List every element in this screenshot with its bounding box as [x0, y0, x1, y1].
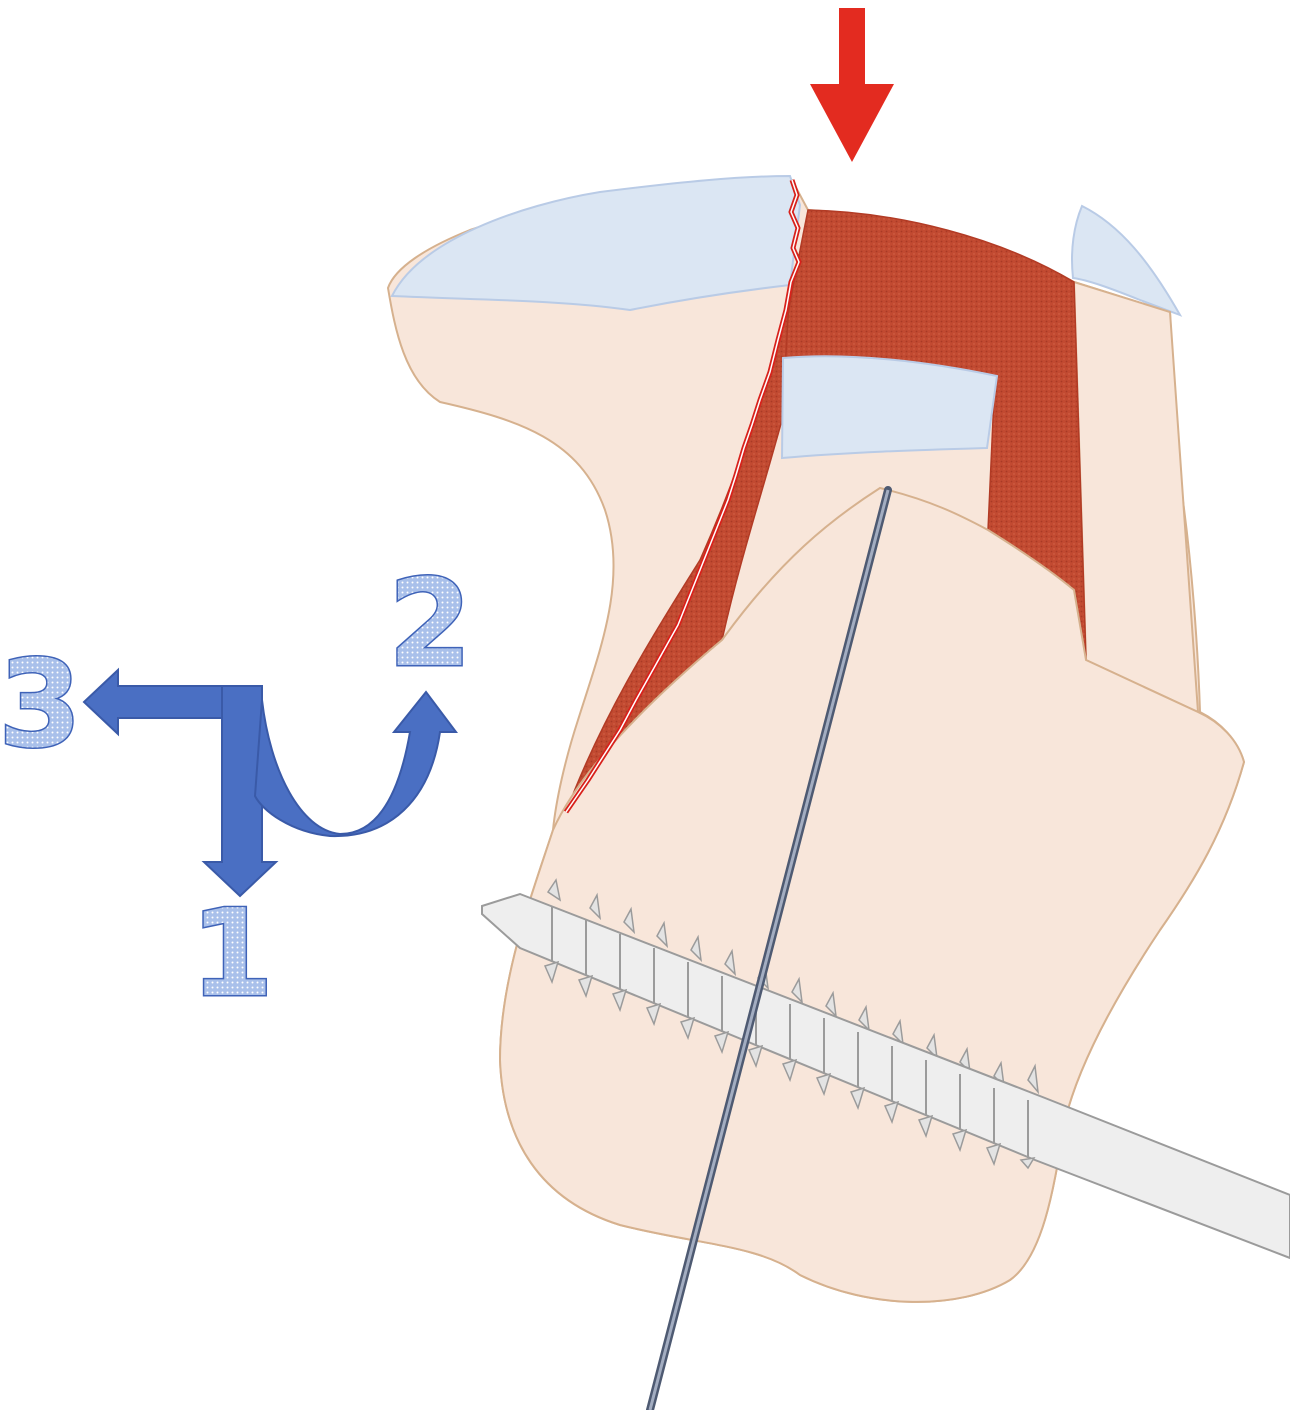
screw-shaft — [481, 892, 1290, 1260]
lag-screw — [481, 878, 1290, 1260]
step-label-2: 2 — [388, 555, 472, 694]
step-label-1: 1 — [190, 885, 274, 1024]
screw-thread-lines — [551, 906, 1029, 1158]
lateral-cortex-strip — [1072, 280, 1200, 714]
screw-threads-upper — [546, 878, 1040, 1095]
force-arrow — [810, 8, 894, 162]
articular-cartilage-left — [390, 174, 802, 312]
arrow-step-2 — [253, 690, 458, 838]
step-label-3: 3 — [0, 636, 82, 775]
metaphyseal-block — [498, 486, 1246, 1303]
k-wire — [646, 486, 892, 1410]
articular-cartilage-right — [1071, 204, 1183, 317]
articular-cartilage-central — [780, 355, 999, 460]
reduction-maneuver-arrows — [82, 667, 458, 898]
screw-threads-lower — [543, 960, 1036, 1170]
fracture-line-highlight — [565, 179, 800, 813]
